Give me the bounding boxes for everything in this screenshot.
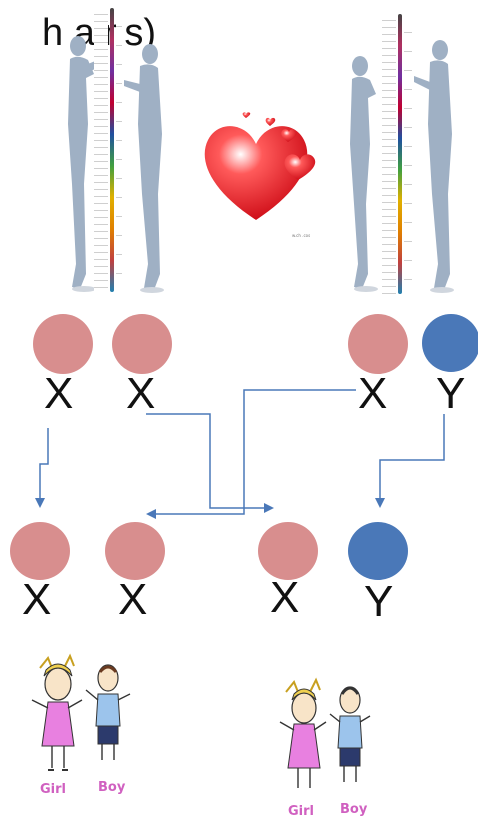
girl-boy-drawing-icon-2 <box>279 677 371 788</box>
boy-label-1: Boy <box>98 780 126 795</box>
boy-label-2: Boy <box>340 802 368 817</box>
offspring-allele-4-circle <box>348 522 408 580</box>
heart-icon <box>204 112 316 220</box>
arrow-right-x-to-child2 <box>146 389 356 519</box>
heart-caption: w.ch .cos <box>292 233 311 238</box>
girl-boy-drawing-icon <box>31 653 131 771</box>
girl-label-1: Girl <box>40 782 66 797</box>
offspring-allele-3-letter: X <box>270 573 300 622</box>
parent-left-allele-2-circle <box>112 314 172 374</box>
offspring-allele-3-circle <box>258 522 318 580</box>
arrow-left-x2-to-child3 <box>146 413 274 513</box>
eye-chart-labels-r2 <box>404 14 412 294</box>
left-couple-image <box>58 4 168 296</box>
children-illustration-2: Girl Boy <box>270 676 390 821</box>
parent-right-allele-2-circle <box>422 314 478 372</box>
heart-group: w.ch .cos <box>190 100 340 240</box>
parent-right-allele-1-circle <box>348 314 408 374</box>
offspring-allele-1-letter: X <box>22 578 52 620</box>
eye-chart-labels-r <box>382 14 396 294</box>
arrow-right-y-to-child4 <box>375 414 445 508</box>
eye-chart-labels <box>94 8 108 292</box>
couple-silhouette-icon <box>68 36 164 293</box>
arrow-left-x1-to-child1 <box>35 428 49 508</box>
children-illustration-1: Girl Boy <box>22 650 142 810</box>
offspring-allele-2-letter: X <box>118 578 148 620</box>
girl-label-2: Girl <box>288 804 314 819</box>
eye-chart-strip <box>110 8 114 292</box>
parent-left-allele-2-letter: X <box>126 369 156 418</box>
right-couple-image <box>340 4 460 296</box>
eye-chart-strip-right <box>398 14 402 294</box>
offspring-allele-2-circle <box>105 522 165 580</box>
offspring-allele-1-circle <box>10 522 70 580</box>
eye-chart-labels-right <box>116 8 122 292</box>
parent-right-allele-1-letter: X <box>358 369 388 418</box>
parent-right-allele-2-letter: Y <box>436 369 466 418</box>
offspring-allele-4-letter: Y <box>364 577 394 626</box>
parent-left-allele-1-circle <box>33 314 93 374</box>
parent-left-allele-1-letter: X <box>44 369 74 418</box>
couple-silhouette-icon-right <box>350 40 454 293</box>
